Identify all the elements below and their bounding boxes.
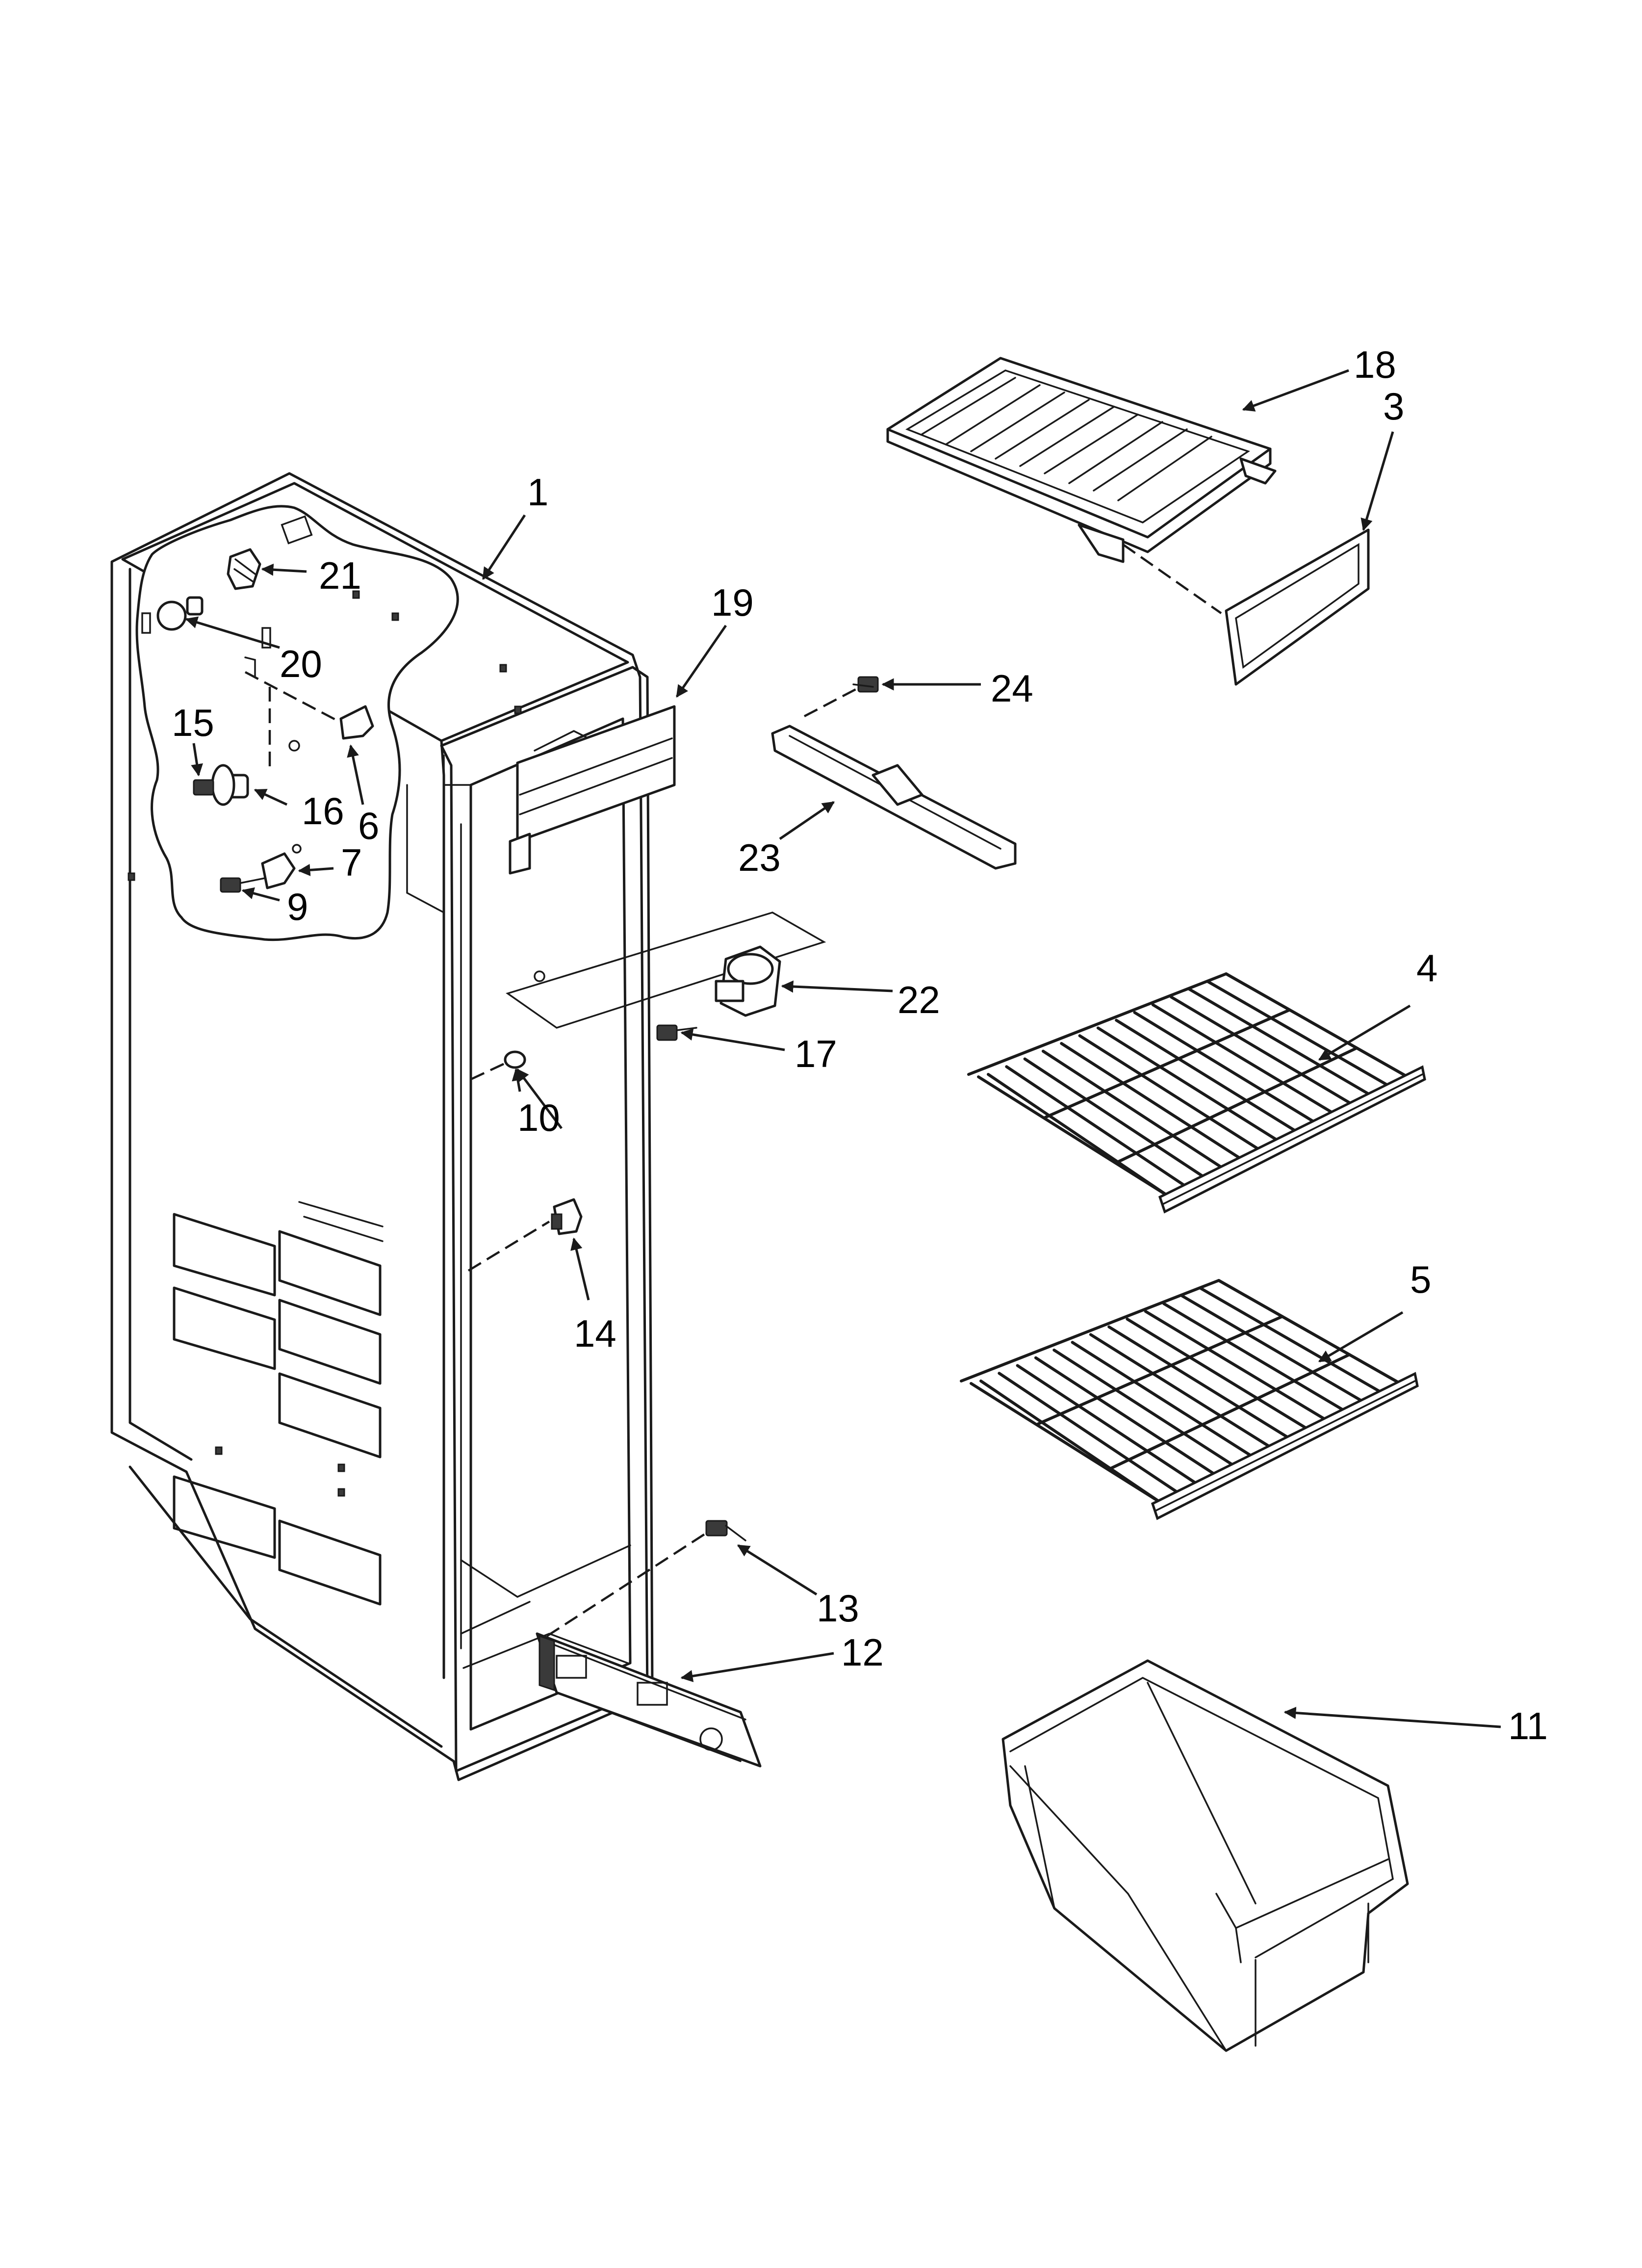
callout-3: 3 bbox=[1383, 385, 1404, 428]
freezer-bin bbox=[1001, 1659, 1409, 2052]
screw-13 bbox=[546, 1520, 746, 1637]
callout-17: 17 bbox=[795, 1032, 837, 1075]
callout-20: 20 bbox=[280, 642, 322, 685]
callout-4: 4 bbox=[1416, 946, 1437, 990]
callout-1: 1 bbox=[527, 470, 548, 514]
callout-23: 23 bbox=[738, 836, 781, 879]
callout-7: 7 bbox=[341, 841, 362, 884]
callout-12: 12 bbox=[841, 1631, 884, 1674]
wire-shelf-lower bbox=[960, 1279, 1419, 1520]
callout-13: 13 bbox=[817, 1587, 859, 1630]
fan-motor-mount bbox=[193, 687, 300, 806]
door-switch bbox=[467, 1198, 583, 1272]
callout-16: 16 bbox=[302, 789, 344, 833]
callout-5: 5 bbox=[1410, 1258, 1431, 1301]
callout-19: 19 bbox=[711, 581, 754, 624]
callout-18: 18 bbox=[1354, 343, 1396, 386]
light-socket bbox=[227, 548, 261, 590]
top-air-panel bbox=[509, 705, 676, 875]
callout-11: 11 bbox=[1508, 1704, 1548, 1747]
pin-10 bbox=[470, 1050, 526, 1081]
lower-grille bbox=[536, 1632, 762, 1768]
callout-22: 22 bbox=[898, 978, 940, 1021]
rail-23 bbox=[771, 725, 1017, 870]
callout-10: 10 bbox=[517, 1096, 560, 1139]
light-bulb bbox=[156, 596, 204, 631]
callout-14: 14 bbox=[574, 1312, 616, 1355]
freezer-liner bbox=[110, 472, 654, 1781]
screw-17 bbox=[656, 1024, 697, 1041]
callout-6: 6 bbox=[358, 804, 379, 847]
wire-shelf-upper bbox=[967, 972, 1426, 1214]
shelf-frame bbox=[886, 357, 1277, 563]
shelf-insert bbox=[1122, 528, 1370, 686]
thermostat-bracket bbox=[506, 912, 826, 1029]
callout-9: 9 bbox=[287, 885, 308, 928]
screw-24 bbox=[803, 676, 879, 717]
callout-labels: 1 3 4 5 6 7 9 10 11 12 13 14 15 16 17 18… bbox=[172, 343, 1548, 1747]
callout-21: 21 bbox=[319, 554, 361, 597]
callout-24: 24 bbox=[991, 667, 1033, 710]
leader-lines bbox=[185, 369, 1501, 1728]
callout-15: 15 bbox=[172, 701, 214, 744]
clip bbox=[244, 656, 374, 740]
bracket-screw bbox=[220, 844, 302, 893]
